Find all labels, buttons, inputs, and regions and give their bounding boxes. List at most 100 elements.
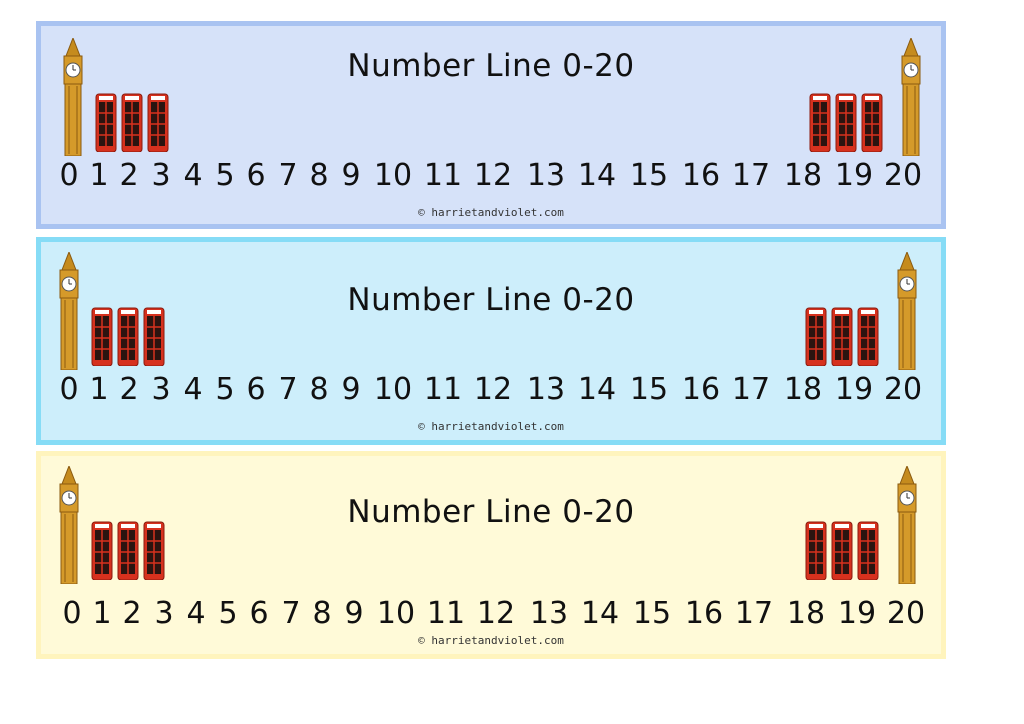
- number-label: 17: [734, 596, 774, 631]
- number-label: 3: [154, 596, 174, 631]
- number-label: 20: [883, 372, 923, 407]
- page-title: Number Line 0-20: [347, 494, 635, 530]
- number-label: 4: [183, 372, 203, 407]
- number-label: 5: [215, 158, 235, 193]
- number-label: 6: [246, 372, 266, 407]
- number-label: 13: [529, 596, 569, 631]
- telephone-boxes-right: [805, 304, 879, 366]
- number-label: 17: [731, 158, 771, 193]
- number-label: 0: [59, 372, 79, 407]
- telephone-box-icon: [831, 307, 853, 366]
- number-label: 17: [731, 372, 771, 407]
- number-label: 11: [426, 596, 466, 631]
- number-label: 20: [883, 158, 923, 193]
- telephone-box-icon: [861, 93, 883, 152]
- number-label: 1: [89, 372, 109, 407]
- telephone-box-icon: [147, 93, 169, 152]
- telephone-box-icon: [91, 307, 113, 366]
- telephone-box-icon: [835, 93, 857, 152]
- telephone-box-icon: [121, 93, 143, 152]
- telephone-box-icon: [117, 521, 139, 580]
- number-label: 7: [278, 158, 298, 193]
- number-label: 20: [886, 596, 926, 631]
- telephone-boxes-left: [91, 304, 165, 366]
- page-title: Number Line 0-20: [347, 282, 635, 318]
- telephone-box-icon: [805, 521, 827, 580]
- telephone-box-icon: [95, 93, 117, 152]
- number-label: 16: [684, 596, 724, 631]
- number-label: 10: [376, 596, 416, 631]
- telephone-box-icon: [809, 93, 831, 152]
- number-label: 12: [476, 596, 516, 631]
- copyright-text: © harrietandviolet.com: [418, 206, 564, 219]
- number-label: 11: [423, 158, 463, 193]
- telephone-box-icon: [91, 521, 113, 580]
- number-label: 12: [473, 158, 513, 193]
- telephone-boxes-right: [805, 518, 879, 580]
- number-label: 19: [834, 372, 874, 407]
- page-title: Number Line 0-20: [347, 48, 635, 84]
- number-label: 14: [580, 596, 620, 631]
- telephone-box-icon: [805, 307, 827, 366]
- number-label: 2: [119, 158, 139, 193]
- copyright-text: © harrietandviolet.com: [418, 420, 564, 433]
- big-ben-icon: [59, 252, 79, 370]
- telephone-box-icon: [857, 521, 879, 580]
- number-label: 7: [281, 596, 301, 631]
- number-label: 5: [215, 372, 235, 407]
- telephone-box-icon: [857, 307, 879, 366]
- big-ben-icon: [897, 252, 917, 370]
- number-label: 19: [834, 158, 874, 193]
- number-label: 10: [373, 372, 413, 407]
- number-label: 13: [526, 372, 566, 407]
- number-label: 8: [309, 372, 329, 407]
- number-label: 4: [183, 158, 203, 193]
- telephone-box-icon: [831, 521, 853, 580]
- number-label: 9: [344, 596, 364, 631]
- number-label: 0: [59, 158, 79, 193]
- number-label: 5: [218, 596, 238, 631]
- number-label: 19: [837, 596, 877, 631]
- number-label: 10: [373, 158, 413, 193]
- number-label: 8: [312, 596, 332, 631]
- number-label: 3: [151, 158, 171, 193]
- number-label: 15: [632, 596, 672, 631]
- number-label: 13: [526, 158, 566, 193]
- number-label: 0: [62, 596, 82, 631]
- number-label: 1: [92, 596, 112, 631]
- number-label: 18: [783, 372, 823, 407]
- big-ben-icon: [63, 38, 83, 156]
- copyright-text: © harrietandviolet.com: [418, 634, 564, 647]
- number-label: 1: [89, 158, 109, 193]
- telephone-boxes-left: [91, 518, 165, 580]
- telephone-box-icon: [117, 307, 139, 366]
- number-label: 14: [577, 372, 617, 407]
- number-label: 6: [246, 158, 266, 193]
- big-ben-icon: [901, 38, 921, 156]
- number-label: 14: [577, 158, 617, 193]
- telephone-boxes-left: [95, 90, 169, 152]
- number-label: 4: [186, 596, 206, 631]
- number-label: 12: [473, 372, 513, 407]
- number-label: 7: [278, 372, 298, 407]
- telephone-box-icon: [143, 307, 165, 366]
- number-label: 3: [151, 372, 171, 407]
- number-label: 15: [629, 372, 669, 407]
- number-label: 9: [341, 372, 361, 407]
- number-label: 16: [681, 372, 721, 407]
- number-label: 18: [786, 596, 826, 631]
- number-label: 9: [341, 158, 361, 193]
- number-label: 6: [249, 596, 269, 631]
- number-label: 8: [309, 158, 329, 193]
- telephone-boxes-right: [809, 90, 883, 152]
- number-label: 18: [783, 158, 823, 193]
- number-label: 16: [681, 158, 721, 193]
- number-label: 11: [423, 372, 463, 407]
- big-ben-icon: [59, 466, 79, 584]
